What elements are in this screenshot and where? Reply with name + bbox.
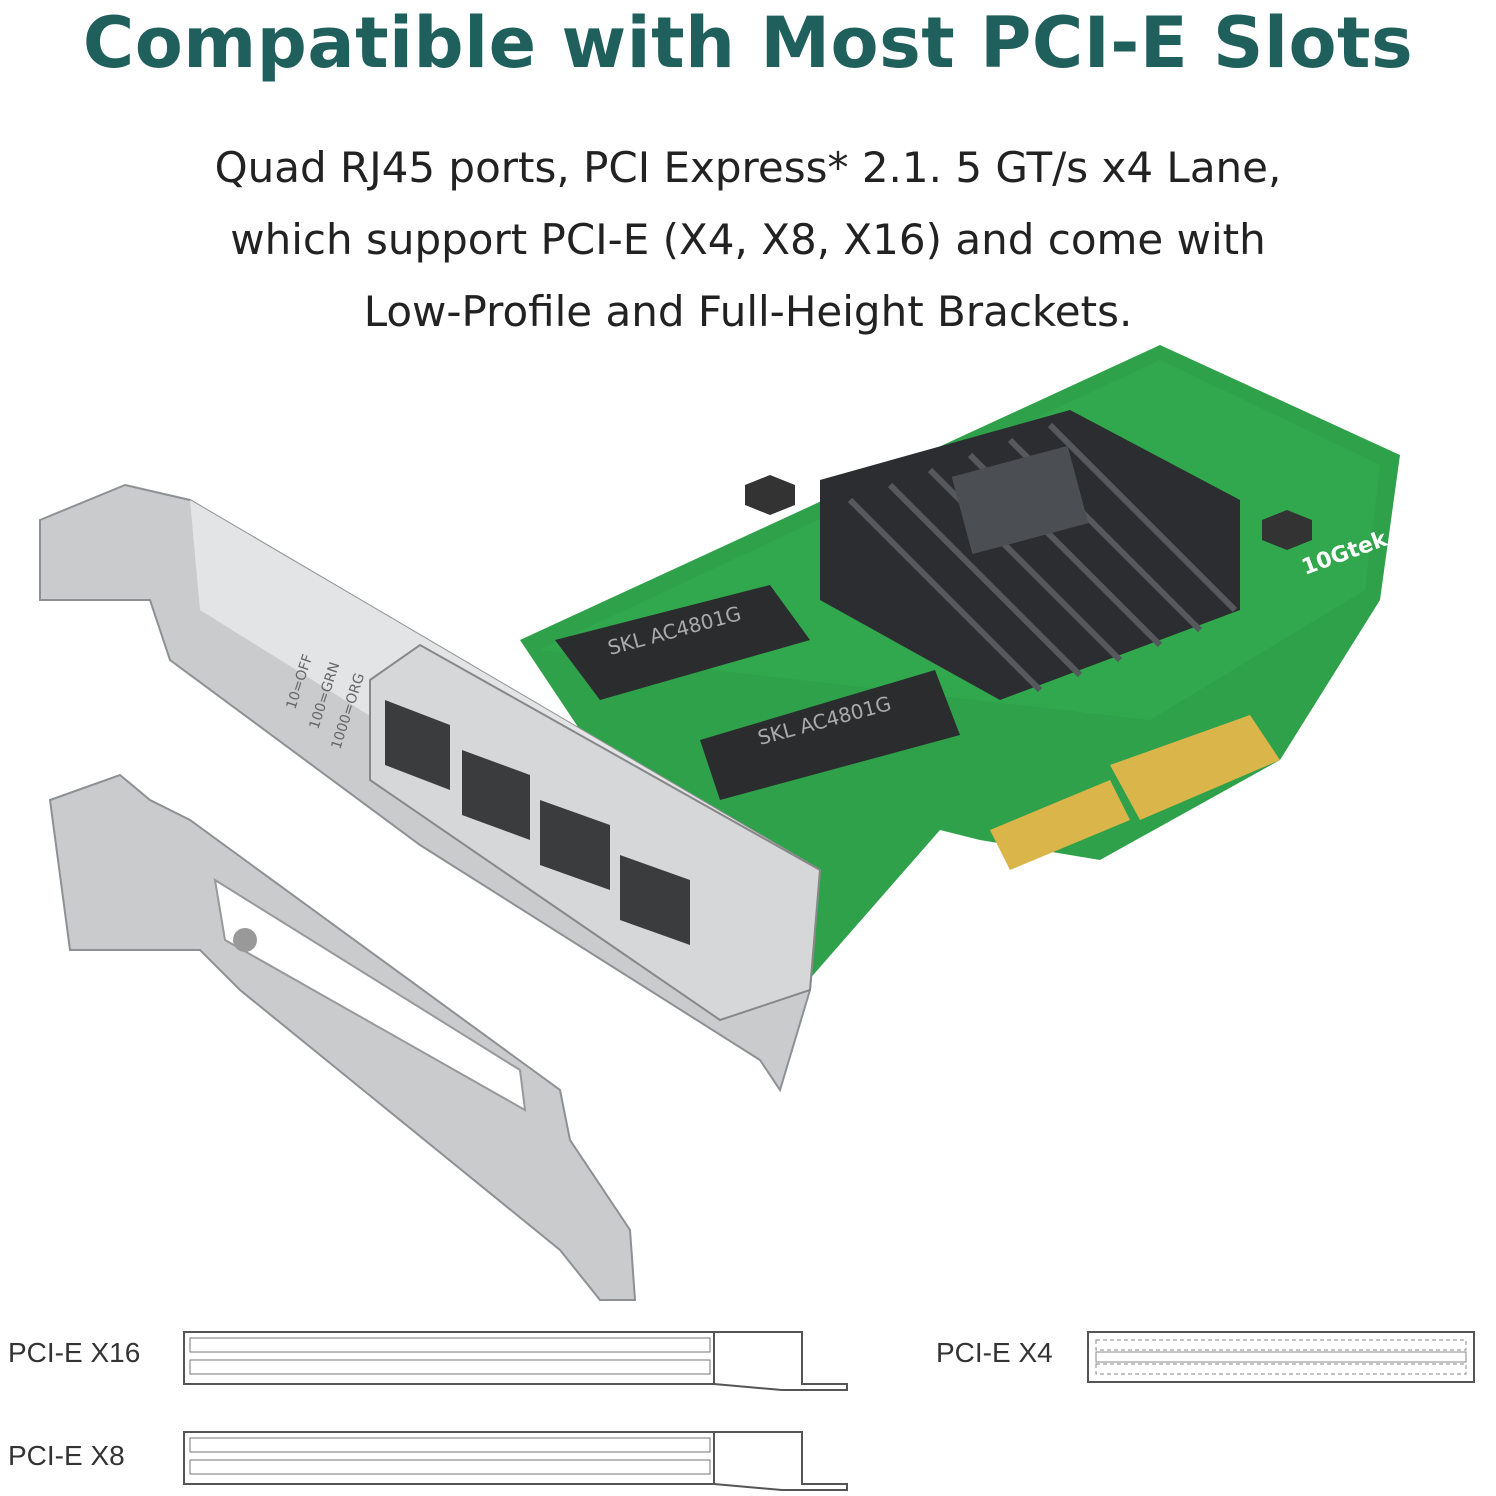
description-line: Quad RJ45 ports, PCI Express* 2.1. 5 GT/… [214, 143, 1282, 192]
product-description: Quad RJ45 ports, PCI Express* 2.1. 5 GT/… [0, 132, 1496, 348]
slot-label-x8: PCI-E X8 [8, 1440, 125, 1471]
rj45-ports [385, 700, 690, 945]
rj45-port-4 [620, 855, 690, 945]
standoff [745, 475, 795, 515]
slot-label-x4: PCI-E X4 [936, 1337, 1053, 1368]
pcie-x4-slot-diagram [1087, 1331, 1475, 1383]
description-line: which support PCI-E (X4, X8, X16) and co… [230, 215, 1266, 264]
pcie-x16-slot-diagram [183, 1331, 848, 1391]
low-profile-bracket [48, 773, 637, 1301]
gold-fingers [990, 780, 1130, 870]
rj45-port-1 [385, 700, 450, 790]
pcie-x8-slot-diagram [183, 1431, 848, 1491]
network-card-image: SKL AC4801G SKL AC4801G 10Gtek 10=OFF 10… [39, 345, 1400, 1301]
rj45-port-2 [462, 750, 530, 840]
heatsink [820, 410, 1240, 700]
description-line: Low-Profile and Full-Height Brackets. [363, 287, 1133, 336]
standoff [1262, 510, 1312, 550]
rj45-port-3 [540, 800, 610, 890]
magnetics-chip [555, 585, 810, 700]
page-title: Compatible with Most PCI-E Slots [82, 2, 1414, 84]
slot-label-x16: PCI-E X16 [8, 1337, 141, 1368]
